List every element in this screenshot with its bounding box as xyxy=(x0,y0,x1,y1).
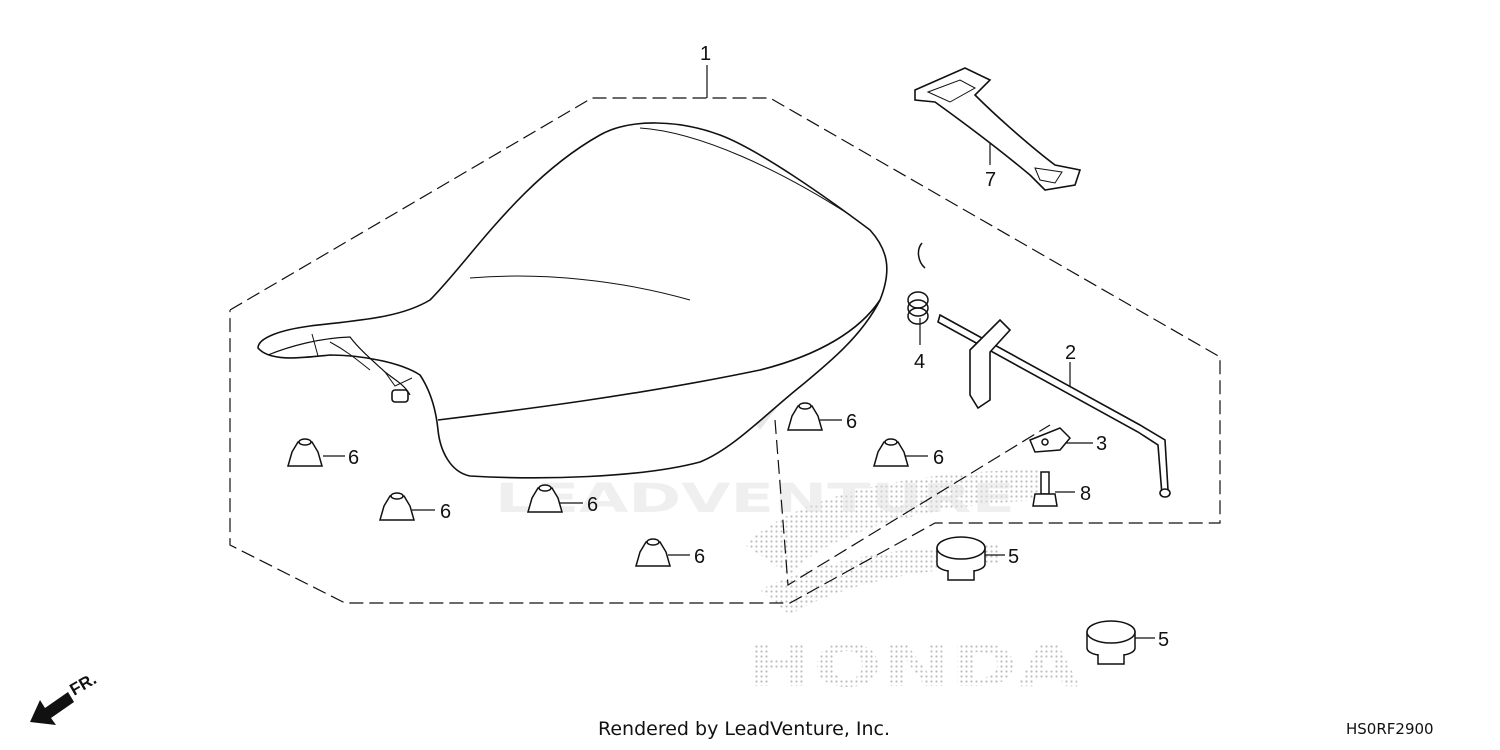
leadventure-watermark-text: LEADVENTURE xyxy=(495,476,1015,522)
front-arrow-icon xyxy=(30,692,74,725)
cushion-lower xyxy=(1086,620,1136,665)
callout-labels: 1 7 4 2 3 8 5 5 6 6 6 6 6 6 xyxy=(348,43,1169,651)
cushion-upper xyxy=(936,536,986,581)
rubber-foot-5 xyxy=(873,438,909,467)
callout-seat: 1 xyxy=(700,43,711,65)
callout-rubber-1: 6 xyxy=(348,447,359,469)
rubber-foot-2 xyxy=(379,492,415,521)
callout-cushion-lower: 5 xyxy=(1158,629,1169,651)
callout-strap: 7 xyxy=(985,169,996,191)
callout-rubber-6: 6 xyxy=(694,546,705,568)
strap xyxy=(914,67,1082,191)
callout-rubber-5: 6 xyxy=(933,447,944,469)
callout-rod: 2 xyxy=(1065,342,1076,364)
bolt xyxy=(1032,471,1058,507)
honda-watermark-text: HONDA xyxy=(745,632,1080,700)
callout-spring: 4 xyxy=(914,351,925,373)
rubber-foot-4 xyxy=(787,402,823,431)
callout-rubber-2: 6 xyxy=(440,501,451,523)
rubber-foot-6 xyxy=(635,538,671,567)
callout-cushion-upper: 5 xyxy=(1008,546,1019,568)
seat xyxy=(257,122,888,479)
rubber-feet xyxy=(287,402,909,567)
leader-lines xyxy=(323,65,1155,639)
spring xyxy=(907,242,929,325)
render-credit: Rendered by LeadVenture, Inc. xyxy=(598,718,891,740)
clip xyxy=(1029,427,1072,453)
front-indicator-label: FR. xyxy=(67,669,100,699)
callout-bolt: 8 xyxy=(1080,483,1091,505)
callout-rubber-4: 6 xyxy=(846,411,857,433)
latch-rod xyxy=(937,313,1171,498)
diagram-code: HS0RF2900 xyxy=(1346,720,1434,738)
callout-rubber-3: 6 xyxy=(587,494,598,516)
callout-clip: 3 xyxy=(1096,433,1107,455)
front-indicator: FR. xyxy=(30,669,100,725)
assembly-outline xyxy=(229,97,1221,604)
rubber-foot-1 xyxy=(287,438,323,467)
rubber-foot-3 xyxy=(527,484,563,513)
